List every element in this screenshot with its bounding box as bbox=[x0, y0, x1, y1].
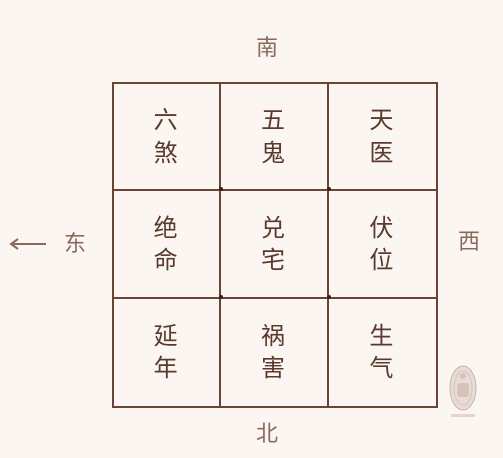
cell-char: 六 bbox=[153, 106, 180, 135]
direction-west-label: 西 bbox=[458, 230, 481, 255]
cell-char: 位 bbox=[369, 245, 396, 274]
grid-cell-fuwei: 伏 位 bbox=[328, 191, 436, 299]
cell-char: 延 bbox=[153, 321, 180, 350]
cell-char: 伏 bbox=[369, 213, 396, 242]
grid-cell-tianyi: 天 医 bbox=[328, 84, 436, 192]
cell-char: 兑 bbox=[260, 213, 287, 242]
cell-char: 害 bbox=[260, 354, 287, 383]
grid-cell-liusha: 六 煞 bbox=[114, 84, 222, 192]
seal-watermark-icon bbox=[449, 365, 477, 417]
cell-char: 年 bbox=[153, 354, 180, 383]
grid-intersection-dot bbox=[327, 187, 331, 191]
direction-north-label: 北 bbox=[256, 422, 279, 447]
direction-east-label: 东 bbox=[64, 232, 87, 257]
grid-cell-duizhai: 兑 宅 bbox=[221, 191, 329, 299]
direction-south-label: 南 bbox=[256, 36, 279, 61]
cell-char: 煞 bbox=[153, 138, 180, 167]
arrow-left-icon bbox=[9, 238, 46, 250]
cell-char: 命 bbox=[153, 245, 180, 274]
cell-char: 气 bbox=[369, 354, 396, 383]
cell-char: 鬼 bbox=[260, 138, 287, 167]
grid-intersection-dot bbox=[327, 295, 331, 299]
grid-cell-huohai: 祸 害 bbox=[221, 298, 329, 406]
grid-cell-yannian: 延 年 bbox=[114, 298, 222, 406]
grid-intersection-dot bbox=[219, 187, 223, 191]
grid-cell-shengqi: 生 气 bbox=[329, 299, 436, 406]
cell-char: 绝 bbox=[153, 213, 180, 242]
grid-cell-wugui: 五 鬼 bbox=[221, 84, 329, 192]
cell-char: 生 bbox=[369, 321, 396, 350]
cell-char: 祸 bbox=[260, 321, 287, 350]
cell-char: 医 bbox=[369, 138, 396, 167]
grid-intersection-dot bbox=[219, 295, 223, 299]
cell-char: 天 bbox=[369, 106, 396, 135]
cell-char: 五 bbox=[260, 106, 287, 135]
bagua-grid: 六 煞 五 鬼 天 医 绝 命 兑 宅 伏 位 延 年 祸 害 生 气 bbox=[112, 82, 438, 408]
cell-char: 宅 bbox=[260, 245, 287, 274]
grid-cell-jueming: 绝 命 bbox=[114, 191, 222, 299]
